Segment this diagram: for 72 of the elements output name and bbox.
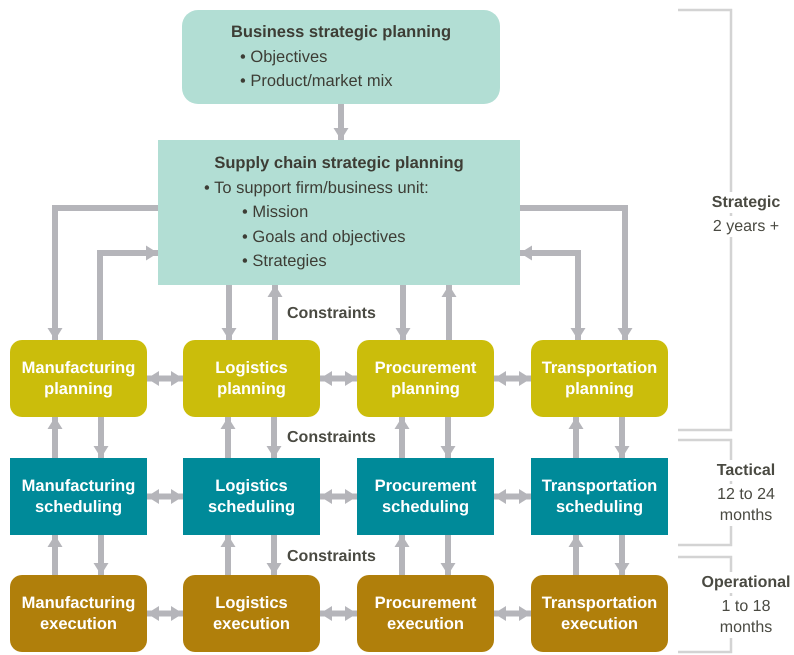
box-heading: Transportation planning [540, 358, 658, 400]
arrow [266, 535, 282, 575]
arrow [494, 489, 531, 504]
box-heading: Transportation execution [540, 592, 658, 634]
arrow [494, 606, 531, 621]
bullet-item: • Objectives [239, 46, 328, 68]
planning-box [183, 340, 320, 417]
execution-box [10, 575, 147, 652]
arrow [268, 285, 282, 340]
arrow [48, 417, 62, 458]
scheduling-box [183, 458, 320, 535]
execution-box [357, 575, 494, 652]
bullet-item: • Mission [241, 202, 308, 224]
arrow [147, 606, 183, 621]
box-heading: Logistics planning [214, 358, 289, 400]
arrow [320, 371, 357, 386]
arrow [614, 417, 630, 458]
arrow [147, 371, 183, 386]
arrow [520, 246, 586, 340]
arrow [394, 535, 410, 575]
arrow [220, 417, 236, 458]
box-heading: Procurement scheduling [374, 476, 478, 518]
arrow [320, 489, 357, 504]
box-heading: Transportation scheduling [540, 476, 658, 518]
planning-box [531, 340, 668, 417]
bullet-item: • Goals and objectives [241, 226, 406, 248]
arrow [568, 535, 584, 575]
arrow [222, 285, 236, 340]
arrow [320, 606, 357, 621]
scheduling-box [357, 458, 494, 535]
timeframe-title: Strategic [712, 192, 780, 213]
arrow [147, 489, 183, 504]
box-heading: Procurement execution [374, 592, 478, 634]
box-heading: Procurement planning [374, 358, 478, 400]
timeframe-title: Tactical [716, 460, 776, 481]
execution-box [183, 575, 320, 652]
arrow [97, 246, 158, 340]
box-heading: Manufacturing execution [20, 592, 136, 634]
arrow [48, 205, 158, 340]
box-heading: Supply chain strategic planning [213, 153, 465, 174]
strategy-box [158, 140, 520, 285]
bullet-item: • Product/market mix [239, 71, 392, 92]
planning-box [357, 340, 494, 417]
arrow [94, 417, 108, 458]
arrow [440, 535, 456, 575]
box-heading: Logistics execution [212, 592, 292, 634]
arrow [94, 535, 108, 575]
strategy-box [182, 10, 500, 104]
arrow [220, 535, 236, 575]
arrow [614, 535, 630, 575]
bullet-item: • To support firm/business unit: [203, 178, 429, 199]
box-heading: Manufacturing planning [20, 358, 136, 400]
arrow [568, 417, 584, 458]
scheduling-box [10, 458, 147, 535]
arrow [334, 104, 348, 140]
box-heading: Logistics scheduling [206, 476, 296, 518]
arrow [48, 535, 62, 575]
execution-box [531, 575, 668, 652]
box-heading: Business strategic planning [230, 22, 452, 44]
arrow [396, 285, 410, 340]
scheduling-box [531, 458, 668, 535]
timeframe-duration: 2 years + [712, 216, 780, 237]
arrow [442, 285, 456, 340]
bullet-item: • Strategies [241, 251, 327, 272]
timeframe-title: Operational [702, 572, 790, 593]
arrow [266, 417, 282, 458]
arrow [520, 205, 632, 340]
arrow [394, 417, 410, 458]
planning-box [10, 340, 147, 417]
arrow [494, 371, 531, 386]
arrow [440, 417, 456, 458]
box-heading: Manufacturing scheduling [20, 476, 136, 518]
